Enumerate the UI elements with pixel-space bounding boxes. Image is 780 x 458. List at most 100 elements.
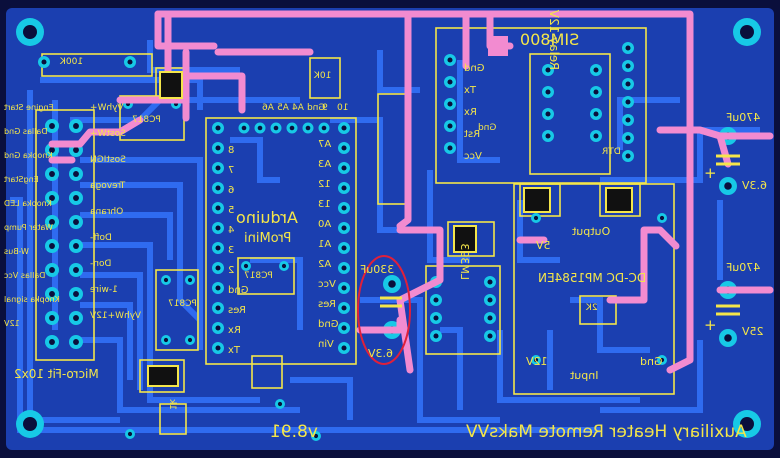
arduino-right-pin-label: A0 bbox=[318, 219, 332, 230]
arduino-pad-hole bbox=[341, 225, 347, 231]
connector-pad-hole bbox=[49, 243, 55, 249]
arduino-pad-hole bbox=[341, 305, 347, 311]
sim800-outline bbox=[435, 27, 647, 184]
connector-pin-label: Engine Start bbox=[4, 103, 54, 112]
arduino-right-pin-label: Res bbox=[318, 299, 336, 310]
connector-pin-label-right: SostIGN bbox=[90, 155, 126, 165]
connector-label: Micro-Fit 10x2 bbox=[14, 367, 99, 381]
board-title: Auxiliary Heater Remote MaksVV bbox=[466, 422, 747, 442]
arduino-pad-hole bbox=[341, 285, 347, 291]
connector-pin-label-right: 1-wire bbox=[90, 285, 118, 295]
arduino-pad-hole bbox=[215, 165, 221, 171]
connector-pin-label: Dallas Vcc bbox=[4, 271, 46, 280]
in12v-label: 12V bbox=[526, 355, 548, 368]
dcdc-pad-hole bbox=[659, 215, 665, 221]
relay-label: Relay 12V bbox=[547, 9, 561, 70]
sim-side-pad-hole bbox=[625, 63, 631, 69]
arduino-left-pin-label: 6 bbox=[228, 185, 235, 196]
resistor-10k-outline bbox=[309, 57, 341, 99]
connector-pin-label-right: Doff- bbox=[90, 233, 112, 243]
connector-pin-label-right: Trevoga bbox=[90, 181, 126, 191]
connector-outline bbox=[35, 109, 95, 361]
sim-pad-hole bbox=[447, 101, 453, 107]
cap1-pad-hole bbox=[724, 182, 732, 190]
cap3-value: 330uF bbox=[360, 263, 395, 276]
arduino-right-pin-label: A1 bbox=[318, 239, 332, 250]
ic-pad-hole bbox=[433, 315, 439, 321]
relay-outline bbox=[529, 53, 611, 175]
cap2-voltage: 25V bbox=[742, 325, 764, 338]
arduino-pad-hole bbox=[215, 185, 221, 191]
connector-pin-label-right: Don- bbox=[90, 259, 112, 269]
dcdc-label: DC-DC MP1584EN bbox=[538, 271, 647, 285]
connector-pin-label: Water Pump bbox=[4, 223, 53, 232]
arduino-left-pin-label: 2 bbox=[228, 265, 235, 276]
cap330-pad-hole bbox=[388, 280, 396, 288]
arduino-sub-label: ProMini bbox=[244, 231, 292, 246]
ic-pad-hole bbox=[433, 297, 439, 303]
arduino-pad-hole bbox=[341, 185, 347, 191]
relay-pad-hole bbox=[593, 89, 599, 95]
connector-pad-hole bbox=[49, 195, 55, 201]
ic-pad-hole bbox=[487, 279, 493, 285]
resistor-2k-b-outline bbox=[579, 295, 617, 325]
plus2-label: + bbox=[704, 316, 717, 334]
arduino-pad-hole bbox=[341, 325, 347, 331]
smd-parts bbox=[147, 36, 633, 387]
connector-pad-hole bbox=[73, 195, 79, 201]
cap-100n-mid bbox=[447, 221, 495, 257]
dcdc-outline bbox=[513, 183, 675, 395]
arduino-left-pin-label: 4 bbox=[228, 225, 235, 236]
sim-side-pad-hole bbox=[625, 135, 631, 141]
arduino-pad-hole bbox=[215, 345, 221, 351]
arduino-pad-hole bbox=[215, 265, 221, 271]
sim-pad-hole bbox=[447, 145, 453, 151]
arduino-pad-hole bbox=[215, 225, 221, 231]
sim800-pin-label: Rst bbox=[464, 129, 481, 140]
dcdc-pad-hole bbox=[659, 357, 665, 363]
bottom-pad-hole bbox=[277, 401, 283, 407]
pc817-pad-hole bbox=[163, 277, 169, 283]
pc817b-pad-hole bbox=[243, 263, 249, 269]
connector-pad-hole bbox=[49, 267, 55, 273]
arduino-top-pin-label: 10 bbox=[337, 103, 349, 113]
arduino-pad-hole bbox=[341, 345, 347, 351]
ic-pad-hole bbox=[487, 297, 493, 303]
pc817-pad-hole bbox=[163, 337, 169, 343]
sim-side-pad-hole bbox=[625, 117, 631, 123]
connector-pad-hole bbox=[49, 123, 55, 129]
ic-pad-hole bbox=[433, 333, 439, 339]
pc817-pad-hole bbox=[187, 337, 193, 343]
arduino-right-pin-label: 13 bbox=[318, 199, 331, 210]
output-label: Output bbox=[572, 225, 611, 238]
sim800-pin-label: Gnd bbox=[464, 63, 485, 74]
connector-pin-label: W-Bus bbox=[4, 247, 29, 256]
cap1-voltage: 6.3V bbox=[742, 179, 768, 192]
relay-pad-hole bbox=[545, 89, 551, 95]
arduino-top-pin-label: A4 bbox=[292, 103, 304, 113]
cap-100n-right bbox=[599, 183, 641, 217]
mounting-holes bbox=[16, 18, 761, 438]
arduino-right-pin-label: A7 bbox=[318, 139, 332, 150]
arduino-pad-hole bbox=[215, 125, 221, 131]
arduino-top-pad-hole bbox=[257, 125, 263, 131]
cap3-voltage: 6.3V bbox=[368, 347, 394, 360]
pc817-outline bbox=[155, 269, 199, 351]
sim-side-pad-hole bbox=[625, 45, 631, 51]
connector-pin-label-right: VyhW+12V bbox=[90, 311, 141, 321]
arduino-pad-hole bbox=[215, 205, 221, 211]
connector-pin-label: EngStart bbox=[4, 175, 39, 184]
plus1-label: + bbox=[704, 164, 717, 182]
pc817-small-outline bbox=[237, 257, 295, 295]
arduino-top-pad-hole bbox=[289, 125, 295, 131]
relay-pad-hole bbox=[593, 67, 599, 73]
pc817b-pad-hole bbox=[281, 263, 287, 269]
pc817-a-label: PC817 bbox=[168, 299, 197, 309]
arduino-pad-hole bbox=[215, 245, 221, 251]
sim-side-pad-hole bbox=[625, 81, 631, 87]
relay-pad-hole bbox=[545, 111, 551, 117]
arduino-right-pin-label: A3 bbox=[318, 159, 332, 170]
connector-pad-hole bbox=[73, 171, 79, 177]
r100k-pad-hole bbox=[127, 59, 133, 65]
